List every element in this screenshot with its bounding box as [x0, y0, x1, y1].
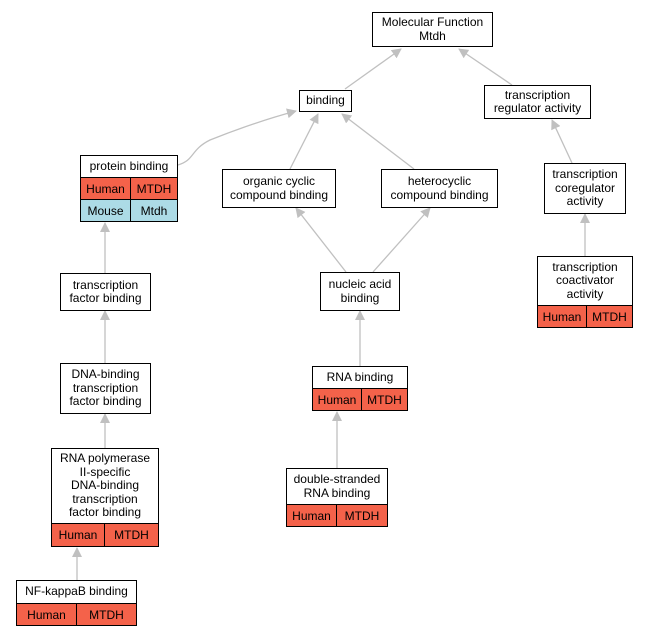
- node-rnapol-line5: factor binding: [68, 505, 142, 520]
- edge-binding-to-molecular-function: [344, 48, 402, 90]
- node-nucleic-acid-line1: nucleic acid: [328, 277, 392, 291]
- edge-nucleic-acid-to-organic-cyclic: [295, 207, 347, 273]
- annotation-row-human: Human MTDH: [16, 604, 137, 626]
- gene-cell: MTDH: [131, 178, 178, 200]
- edge-transcription-regulator-to-molecular-function: [458, 48, 513, 86]
- node-dna-tf-line3: factor binding: [69, 394, 142, 409]
- node-transcription-coactivator-activity[interactable]: transcription coactivator activity Human…: [537, 256, 633, 328]
- node-rna-polymerase-ii-tf-binding[interactable]: RNA polymerase II-specific DNA-binding t…: [51, 448, 159, 547]
- node-nucleic-acid-binding[interactable]: nucleic acid binding: [320, 272, 400, 311]
- species-cell: Human: [537, 306, 587, 328]
- node-rnapol-line2: II-specific: [79, 464, 131, 479]
- edge-protein-binding-to-binding: [177, 108, 297, 166]
- node-nfkb-line1: NF-kappaB binding: [25, 584, 128, 599]
- node-transcription-coregulator-activity[interactable]: transcription coregulator activity: [544, 163, 626, 214]
- node-transcription-regulator-line2: regulator activity: [493, 101, 582, 115]
- species-cell: Human: [286, 505, 337, 527]
- node-coregulator-line3: activity: [566, 194, 604, 209]
- species-cell: Mouse: [80, 200, 131, 222]
- node-rnapol-line4: transcription: [72, 491, 138, 506]
- node-protein-binding[interactable]: protein binding Human MTDH Mouse Mtdh: [80, 155, 178, 222]
- gene-cell: Mtdh: [131, 200, 178, 222]
- node-coregulator-line1: transcription: [552, 167, 618, 182]
- node-binding-line1: binding: [306, 93, 345, 108]
- node-organic-cyclic-line2: compound binding: [229, 187, 329, 202]
- gene-cell: MTDH: [587, 306, 633, 328]
- node-dna-tf-line2: transcription: [72, 380, 139, 395]
- species-cell: Human: [312, 389, 362, 411]
- node-protein-binding-line1: protein binding: [89, 158, 169, 173]
- node-molecular-function[interactable]: Molecular Function Mtdh: [372, 12, 493, 47]
- species-cell: Human: [51, 524, 105, 547]
- node-heterocyclic-line1: heterocyclic: [407, 174, 472, 188]
- species-cell: Human: [80, 178, 131, 200]
- node-rna-binding[interactable]: RNA binding Human MTDH: [312, 366, 408, 411]
- node-tf-binding-line1: transcription: [72, 277, 139, 292]
- gene-cell: MTDH: [77, 604, 137, 626]
- node-rnapol-line3: DNA-binding: [70, 478, 140, 493]
- node-dsrna-line2: RNA binding: [303, 485, 371, 500]
- gene-cell: MTDH: [362, 389, 408, 411]
- node-dna-binding-tf-binding[interactable]: DNA-binding transcription factor binding: [60, 363, 151, 414]
- node-rna-binding-line1: RNA binding: [326, 369, 394, 384]
- node-transcription-regulator-activity[interactable]: transcription regulator activity: [484, 85, 591, 119]
- annotation-row-human: Human MTDH: [312, 389, 408, 411]
- node-coactivator-line3: activity: [566, 286, 604, 301]
- annotation-row-human: Human MTDH: [51, 524, 159, 547]
- node-coactivator-line1: transcription: [552, 259, 618, 274]
- node-coactivator-line2: coactivator: [555, 273, 615, 288]
- node-molecular-function-line2: Mtdh: [419, 28, 446, 43]
- node-dsrna-line1: double-stranded: [293, 472, 381, 486]
- node-molecular-function-line1: Molecular Function: [381, 15, 484, 29]
- gene-cell: MTDH: [337, 505, 388, 527]
- node-nf-kappab-binding[interactable]: NF-kappaB binding Human MTDH: [16, 580, 137, 626]
- edge-coregulator-to-transcription-regulator: [551, 119, 573, 164]
- gene-cell: MTDH: [105, 524, 159, 547]
- annotation-row-human: Human MTDH: [286, 505, 388, 527]
- node-transcription-factor-binding[interactable]: transcription factor binding: [60, 273, 151, 311]
- node-binding[interactable]: binding: [299, 90, 352, 112]
- node-coregulator-line2: coregulator: [554, 180, 616, 195]
- edge-organic-cyclic-to-binding: [289, 113, 319, 170]
- edge-heterocyclic-to-binding: [341, 113, 415, 170]
- node-dna-tf-line1: DNA-binding: [71, 367, 140, 382]
- node-heterocyclic-line2: compound binding: [390, 187, 489, 202]
- annotation-row-human: Human MTDH: [80, 178, 178, 200]
- edge-nucleic-acid-to-heterocyclic: [372, 207, 431, 273]
- node-tf-binding-line2: factor binding: [69, 291, 142, 305]
- species-cell: Human: [16, 604, 77, 626]
- node-heterocyclic-compound-binding[interactable]: heterocyclic compound binding: [381, 169, 498, 208]
- node-organic-cyclic-line1: organic cyclic: [242, 174, 316, 188]
- node-rnapol-line1: RNA polymerase: [59, 451, 151, 466]
- node-double-stranded-rna-binding[interactable]: double-stranded RNA binding Human MTDH: [286, 468, 388, 527]
- node-transcription-regulator-line1: transcription: [504, 87, 571, 102]
- node-nucleic-acid-line2: binding: [340, 290, 380, 305]
- node-organic-cyclic-compound-binding[interactable]: organic cyclic compound binding: [222, 169, 336, 208]
- annotation-row-human: Human MTDH: [537, 306, 633, 328]
- annotation-row-mouse: Mouse Mtdh: [80, 200, 178, 222]
